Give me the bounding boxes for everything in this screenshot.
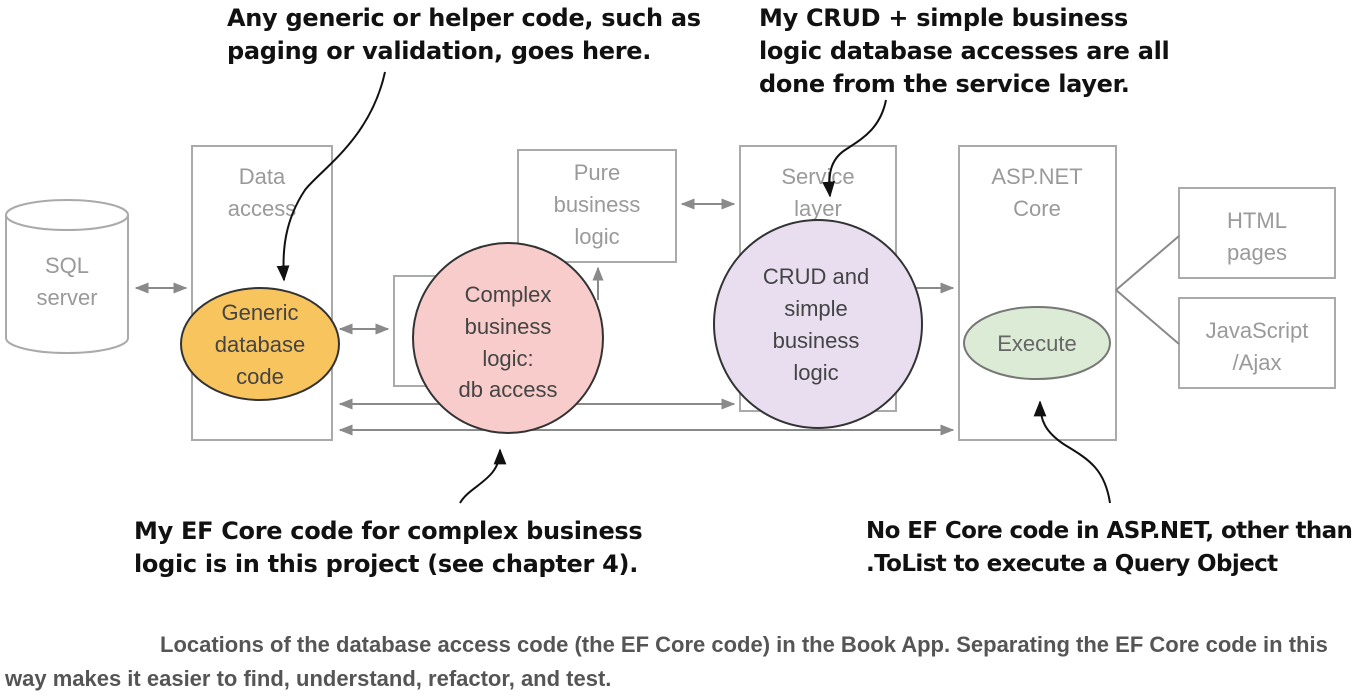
generic-callout-pointer [276, 71, 386, 282]
aspnet-core-box [958, 145, 1117, 441]
crud-label-line1: CRUD and [763, 264, 869, 289]
aspnet-callout: No EF Core code in ASP.NET, other than .… [866, 515, 1353, 581]
aspnet-callout-line2: .ToList to execute a Query Object [866, 551, 1278, 577]
generic-label-line1: Generic [221, 300, 298, 325]
generic-callout-line2: paging or validation, goes here. [227, 37, 652, 65]
service-layer-label-line1: Service [781, 164, 854, 189]
complex-label-line2: business [465, 314, 552, 339]
generic-label-line2: database [215, 332, 306, 357]
pure-business-label-line1: Pure [574, 160, 620, 185]
pure-business-label-line3: logic [574, 224, 619, 249]
aspnet-label-line2: Core [1013, 196, 1061, 221]
generic-callout-line1: Any generic or helper code, such as [227, 4, 701, 32]
crud-callout-line3: done from the service layer. [759, 70, 1130, 98]
crud-business-logic-circle [713, 219, 923, 429]
sql-server-label-line2: server [36, 285, 97, 310]
aspnet-callout-pointer [1033, 400, 1111, 504]
data-access-label-line2: access [228, 196, 296, 221]
aspnet-html-link [1115, 235, 1180, 291]
sql-server-cylinder [5, 199, 129, 354]
crud-label-line4: logic [793, 360, 838, 385]
complex-label-line4: db access [458, 377, 557, 402]
complex-label-line3: logic: [482, 346, 533, 371]
execute-ellipse [963, 306, 1111, 380]
complex-callout-line1: My EF Core code for complex business [134, 517, 643, 545]
generic-callout: Any generic or helper code, such as pagi… [227, 2, 701, 68]
data-access-label-line1: Data [239, 164, 286, 189]
html-pages-box [1178, 187, 1336, 279]
pure-business-label-line2: business [554, 192, 641, 217]
complex-callout-line2: logic is in this project (see chapter 4)… [134, 550, 639, 578]
complex-business-logic-circle [412, 242, 604, 434]
crud-callout: My CRUD + simple business logic database… [759, 2, 1170, 101]
crud-callout-line1: My CRUD + simple business [759, 4, 1128, 32]
crud-callout-line2: logic database accesses are all [759, 37, 1170, 65]
generic-label-line3: code [236, 364, 284, 389]
html-pages-label-line1: HTML [1227, 208, 1287, 233]
callout-pointers [276, 71, 1111, 504]
crud-label-line3: business [773, 328, 860, 353]
crud-label-line2: simple [784, 296, 848, 321]
aspnet-js-link [1115, 289, 1180, 345]
aspnet-label-line1: ASP.NET [991, 164, 1082, 189]
figure-caption: Locations of the database access code (t… [5, 632, 1328, 691]
crud-callout-pointer [822, 99, 887, 198]
service-layer-label-line2: layer [794, 196, 842, 221]
aspnet-callout-line1: No EF Core code in ASP.NET, other than [866, 518, 1353, 544]
complex-label-line1: Complex [465, 282, 552, 307]
javascript-label-line1: JavaScript [1206, 318, 1309, 343]
complex-callout-pointer [459, 448, 507, 504]
execute-label: Execute [997, 331, 1077, 356]
generic-database-code-ellipse [180, 287, 340, 401]
html-pages-label-line2: pages [1227, 240, 1287, 265]
sql-server-label-line1: SQL [45, 253, 89, 278]
complex-callout: My EF Core code for complex business log… [134, 515, 643, 581]
javascript-label-line2: /Ajax [1233, 350, 1282, 375]
pure-business-logic-box [517, 149, 677, 263]
